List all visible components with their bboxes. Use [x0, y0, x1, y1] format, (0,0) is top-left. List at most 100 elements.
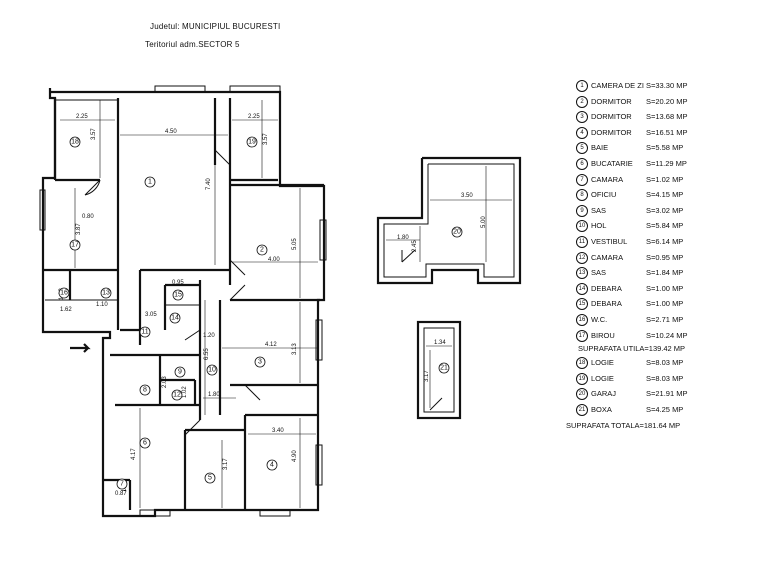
legend-room-area: S=1.00 MP [646, 283, 684, 293]
dim-label: 5.00 [481, 216, 487, 228]
legend-number: 3 [576, 111, 588, 124]
legend-number: 12 [576, 251, 588, 264]
room-number: 1 [148, 179, 152, 186]
legend-number: 5 [576, 142, 588, 155]
room-number: 3 [258, 359, 262, 366]
window [315, 444, 323, 486]
room-number: 13 [102, 290, 110, 297]
legend-room-area: S=8.03 MP [646, 373, 684, 383]
legend-room-area: S=6.14 MP [646, 236, 684, 246]
legend-number: 15 [576, 298, 588, 311]
legend-room-area: S=5.84 MP [646, 221, 684, 231]
legend-number: 6 [576, 157, 588, 170]
legend-number: 2 [576, 95, 588, 108]
legend-room-area: S=13.68 MP [646, 112, 688, 122]
legend-number: 14 [576, 282, 588, 295]
legend-room-name: W.C. [591, 314, 608, 324]
room-marker [246, 136, 258, 148]
dim-label: 3.57 [91, 128, 97, 140]
room-marker [139, 326, 151, 338]
room-number: 7 [120, 481, 124, 488]
window [315, 319, 323, 361]
legend-room-name: CAMARA [591, 252, 624, 262]
territory-header: Teritoriul adm.SECTOR 5 [145, 40, 240, 49]
window [229, 85, 281, 93]
legend-room-area: S=1.84 MP [646, 268, 684, 278]
legend-room-area: S=8.03 MP [646, 358, 684, 367]
door-swing [429, 397, 443, 411]
room-number: 15 [174, 292, 182, 299]
room-number: 2 [260, 247, 264, 254]
legend-room-area: S=5.58 MP [646, 143, 684, 153]
legend-room-name: BIROU [591, 330, 615, 340]
legend-room-area: S=11.29 MP [646, 158, 687, 168]
legend-number: 21 [576, 403, 588, 416]
legend-room-name: GARAJ [591, 389, 617, 399]
legend-number: 17 [576, 329, 588, 342]
room-marker [139, 384, 151, 396]
legend-room-area: S=33.30 MP [646, 81, 688, 90]
legend-room-name: SAS [591, 268, 607, 278]
legend-room-name: DORMITOR [591, 112, 632, 122]
legend-room-name: OFICIU [591, 190, 617, 200]
room-marker [139, 437, 151, 449]
room-marker [171, 389, 183, 401]
room-marker [100, 287, 112, 299]
door-swing [214, 149, 231, 166]
legend-number: 11 [576, 235, 588, 248]
legend-number: 18 [576, 357, 588, 369]
dim-label: 6.55 [204, 348, 210, 360]
legend-number: 9 [576, 204, 588, 217]
legend-room-area: S=3.02 MP [646, 205, 684, 215]
apartment-walls [39, 85, 327, 518]
suprafata-utila: SUPRAFATA UTILA=139.42 MP [578, 344, 686, 353]
legend-room-name: HOL [591, 221, 607, 231]
dim-label: 3.13 [292, 343, 298, 355]
legend-room-name: VESTIBUL [591, 236, 628, 246]
dim-label: 1.10 [96, 302, 108, 308]
legend-room-name: CAMARA [591, 174, 624, 184]
dim-label: 4.12 [265, 342, 277, 348]
room-number: 21 [440, 365, 448, 372]
room-marker [256, 244, 268, 256]
legend-room-name: BOXA [591, 404, 612, 414]
room-marker [206, 364, 218, 376]
dim-label: 1.34 [434, 340, 446, 346]
window [259, 509, 291, 517]
room-marker [204, 472, 216, 484]
room-marker [69, 136, 81, 148]
legend-number: 10 [576, 220, 588, 233]
dim-label: 0.87 [115, 491, 127, 497]
dim-label: 1.20 [203, 333, 215, 339]
suprafata-totala: SUPRAFATA TOTALA=181.64 MP [566, 421, 681, 430]
room-number: 20 [453, 229, 461, 236]
dim-label: 3.50 [461, 193, 473, 199]
legend-room-area: S=1.02 MP [646, 174, 684, 184]
legend-number: 19 [576, 372, 588, 385]
entrance-arrow [70, 343, 91, 353]
door-swing [401, 249, 416, 263]
legend-room-name: DORMITOR [591, 127, 632, 137]
door-swing [184, 259, 261, 436]
room-number: 16 [60, 290, 68, 297]
legend-number: 7 [576, 173, 588, 186]
dim-label: 0.80 [82, 214, 94, 220]
room-number: 17 [71, 242, 79, 249]
legend-number: 20 [576, 388, 588, 401]
dim-label: 4.00 [268, 257, 280, 263]
room-number: 11 [141, 329, 148, 336]
room-marker [58, 287, 70, 299]
legend-room-area: S=2.71 MP [646, 314, 684, 324]
legend-number: 4 [576, 126, 588, 139]
